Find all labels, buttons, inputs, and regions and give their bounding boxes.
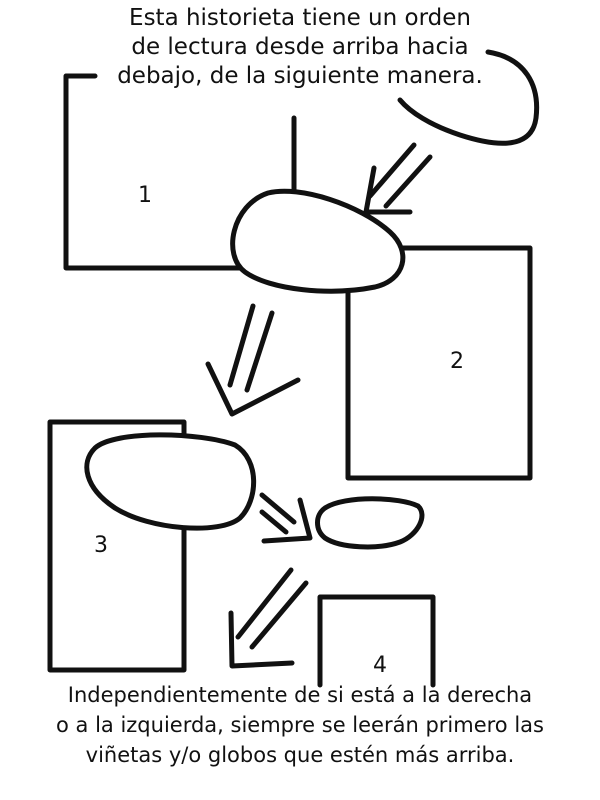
panel-1-number: 1 [138, 183, 152, 208]
speech-balloon-small [315, 496, 425, 550]
arrow-balloon-3-to-small-balloon [259, 492, 313, 544]
arrow-balloon-1-to-panel-3 [205, 303, 301, 417]
outro-text: Independientemente de si está a la derec… [0, 680, 600, 770]
intro-text: Esta historieta tiene un orden de lectur… [0, 4, 600, 91]
outro-line-1: Independientemente de si está a la derec… [67, 683, 533, 707]
intro-line-1: Esta historieta tiene un orden [129, 5, 471, 31]
intro-line-2: de lectura desde arriba hacia [131, 34, 469, 60]
panel-2-number: 2 [450, 349, 464, 374]
arrow-top-to-balloon-1 [363, 142, 433, 215]
panel-4-number: 4 [373, 653, 387, 678]
speech-balloon-top [397, 49, 540, 146]
arrow-small-balloon-to-panel-4 [228, 567, 309, 669]
panel-4 [317, 594, 436, 688]
outro-line-3: viñetas y/o globos que estén más arriba. [85, 743, 515, 767]
outro-line-2: o a la izquierda, siempre se leerán prim… [56, 713, 544, 737]
panel-1 [63, 73, 243, 271]
panel-3-number: 3 [94, 533, 108, 558]
intro-line-3: debajo, de la siguiente manera. [117, 63, 483, 89]
speech-balloon-1 [230, 188, 406, 294]
speech-balloon-3 [84, 432, 257, 531]
